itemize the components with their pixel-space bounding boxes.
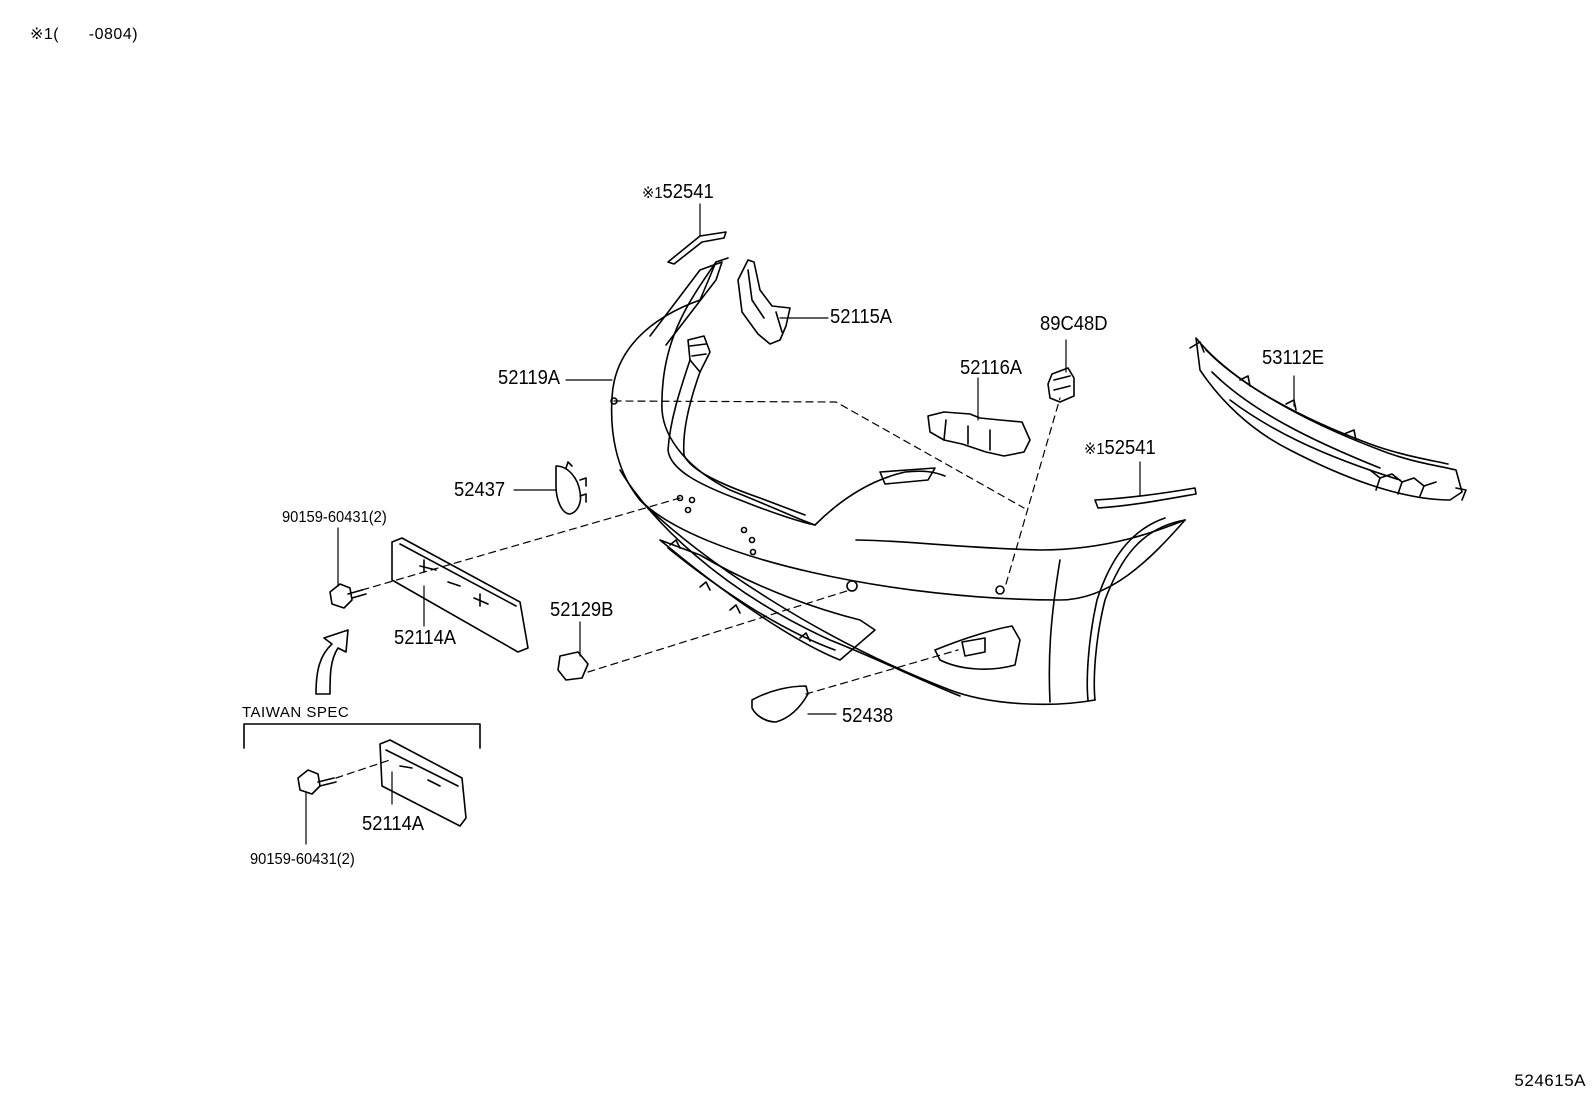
screw-taiwan-shape — [298, 770, 336, 794]
part-label-retainer-side[interactable]: 52116A — [960, 358, 1022, 378]
screw-main-shape — [330, 584, 366, 608]
part-number: 52116A — [960, 357, 1023, 379]
direction-arrow — [316, 630, 348, 694]
part-label-washer-cover-left[interactable]: 52437 — [454, 480, 505, 500]
figure-number: 524615A — [1514, 1071, 1586, 1090]
dashed-leader-lines — [336, 398, 1060, 778]
part-label-moulding-top[interactable]: ※152541 — [642, 182, 714, 202]
part-label-bumper-cover[interactable]: 52119A — [498, 368, 560, 388]
sensor-bracket-shape — [1048, 368, 1074, 402]
part-label-fog-cover[interactable]: 52438 — [842, 706, 893, 726]
part-label-screw-taiwan[interactable]: 90159-60431(2) — [250, 852, 355, 868]
bumper-cover-shape — [611, 258, 1185, 704]
part-label-moulding-right[interactable]: ※152541 — [1084, 438, 1156, 458]
part-label-plate-bracket-main[interactable]: 52114A — [394, 628, 456, 648]
taiwan-spec-label: TAIWAN SPEC — [242, 704, 350, 721]
retainer-side-shape — [928, 412, 1030, 456]
part-number: 89C48D — [1040, 313, 1108, 335]
lower-grille-shape — [1190, 338, 1466, 500]
part-number: 52129B — [550, 599, 614, 621]
moulding-top-shape — [668, 232, 726, 264]
part-number: 52437 — [454, 479, 506, 501]
towing-cover-shape — [558, 652, 588, 680]
leader-lines — [306, 204, 1294, 844]
plate-bracket-taiwan-shape — [380, 740, 466, 826]
part-number: 52114A — [362, 813, 425, 835]
footnote-mark: ※1 — [1084, 441, 1105, 458]
date-range-note: ※1( -0804) — [30, 26, 139, 43]
part-number: 52541 — [1104, 437, 1156, 459]
part-label-plate-bracket-taiwan[interactable]: 52114A — [362, 814, 424, 834]
part-label-lower-grille[interactable]: 53112E — [1262, 348, 1324, 368]
retainer-upper-shape — [738, 260, 790, 344]
part-number: 90159-60431(2) — [282, 509, 387, 526]
part-number: 52438 — [842, 705, 894, 727]
fog-cover-shape — [752, 686, 808, 722]
taiwan-spec-bracket — [244, 724, 480, 748]
footnote-mark: ※1 — [642, 185, 663, 202]
part-number: 90159-60431(2) — [250, 851, 355, 868]
part-label-towing-cover[interactable]: 52129B — [550, 600, 613, 620]
part-number: 52114A — [394, 627, 457, 649]
part-label-retainer-upper[interactable]: 52115A — [830, 307, 892, 327]
moulding-right-shape — [1095, 488, 1196, 508]
part-number: 53112E — [1262, 347, 1325, 369]
washer-cover-left-shape — [556, 462, 586, 514]
part-label-sensor-bracket[interactable]: 89C48D — [1040, 314, 1108, 334]
plate-bracket-main-shape — [392, 538, 528, 652]
part-number: 52115A — [830, 306, 893, 328]
part-number: 52119A — [498, 367, 561, 389]
part-label-screw-main[interactable]: 90159-60431(2) — [282, 510, 387, 526]
part-number: 52541 — [662, 181, 714, 203]
